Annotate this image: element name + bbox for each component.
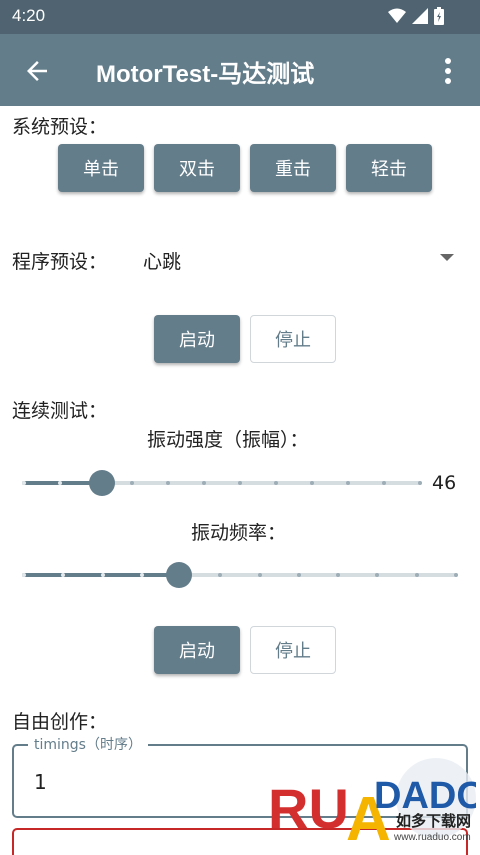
preset-heavy-click-button[interactable]: 重击	[250, 144, 336, 192]
slider-tick	[258, 573, 262, 577]
slider-tick	[202, 481, 206, 485]
slider-tick	[22, 481, 26, 485]
more-vert-icon[interactable]	[444, 58, 452, 84]
app-bar: MotorTest-马达测试	[0, 34, 480, 106]
timings-field[interactable]: timings（时序） 1	[12, 734, 468, 818]
slider-tick	[310, 481, 314, 485]
slider-thumb[interactable]	[166, 562, 192, 588]
continuous-start-button[interactable]: 启动	[154, 626, 240, 674]
slider-tick	[61, 573, 65, 577]
slider-tick	[22, 573, 26, 577]
intensity-label: 振动强度（振幅）：	[147, 429, 309, 451]
slider-fill	[22, 573, 179, 577]
timings-field-value[interactable]: 1	[34, 770, 47, 794]
slider-thumb[interactable]	[89, 470, 115, 496]
slider-tick	[346, 481, 350, 485]
status-icons	[388, 7, 444, 25]
program-preset-select[interactable]: 心跳	[143, 251, 182, 273]
svg-text:RU: RU	[268, 777, 349, 840]
slider-track	[22, 481, 422, 485]
system-presets-label: 系统预设：	[12, 116, 108, 138]
status-bar: 4:20	[0, 0, 480, 34]
intensity-value: 46	[432, 472, 457, 494]
slider-tick	[274, 481, 278, 485]
battery-icon	[434, 7, 444, 25]
slider-fill	[22, 481, 102, 485]
slider-track	[22, 573, 458, 577]
slider-tick	[238, 481, 242, 485]
page-title: MotorTest-马达测试	[96, 61, 315, 88]
free-creation-label: 自由创作：	[12, 711, 108, 733]
svg-text:如多下载网: 如多下载网	[396, 812, 471, 830]
slider-tick	[454, 573, 458, 577]
intensity-slider[interactable]	[22, 468, 422, 498]
slider-tick	[218, 573, 222, 577]
slider-tick	[140, 573, 144, 577]
svg-text:www.ruaduo.com: www.ruaduo.com	[393, 832, 471, 843]
wifi-icon	[388, 8, 406, 23]
slider-tick	[101, 573, 105, 577]
amplitudes-field[interactable]	[12, 828, 468, 855]
watermark-logo: RU A DADO 如多下载网 www.ruaduo.com	[268, 758, 476, 850]
slider-tick	[297, 573, 301, 577]
program-presets-label: 程序预设：	[12, 251, 108, 273]
timings-field-label: timings（时序）	[28, 734, 148, 754]
svg-text:A: A	[346, 785, 391, 850]
continuous-test-label: 连续测试：	[12, 400, 108, 422]
preset-double-click-button[interactable]: 双击	[154, 144, 240, 192]
svg-text:DADO: DADO	[374, 775, 476, 817]
slider-tick	[418, 481, 422, 485]
frequency-label: 振动频率：	[191, 522, 287, 544]
arrow-back-icon[interactable]	[22, 56, 52, 86]
preset-single-click-button[interactable]: 单击	[58, 144, 144, 192]
slider-tick	[58, 481, 62, 485]
signal-icon	[412, 8, 428, 24]
preset-light-click-button[interactable]: 轻击	[346, 144, 432, 192]
continuous-stop-button[interactable]: 停止	[250, 626, 336, 674]
slider-tick	[130, 481, 134, 485]
slider-tick	[166, 481, 170, 485]
slider-tick	[382, 481, 386, 485]
program-stop-button[interactable]: 停止	[250, 315, 336, 363]
slider-tick	[375, 573, 379, 577]
dropdown-arrow-icon[interactable]	[440, 254, 454, 261]
frequency-slider[interactable]	[22, 560, 458, 590]
slider-tick	[415, 573, 419, 577]
program-start-button[interactable]: 启动	[154, 315, 240, 363]
slider-tick	[336, 573, 340, 577]
status-time: 4:20	[12, 6, 46, 25]
